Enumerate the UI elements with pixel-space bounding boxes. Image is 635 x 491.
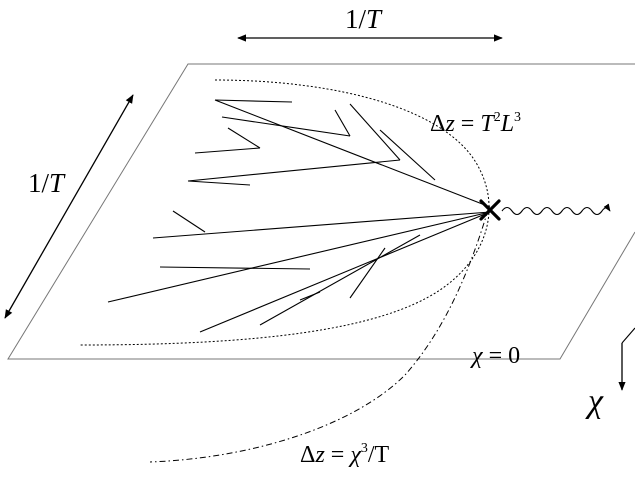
lower-curve-label: Δz = χ3/T — [300, 441, 390, 468]
chi-axis-tick — [621, 327, 635, 344]
branching-tree — [107, 99, 491, 333]
envelope-curve — [79, 79, 490, 346]
plane-outline — [7, 63, 635, 360]
upper-curve-label: Δz = T2L3 — [430, 110, 521, 137]
side-dimension-label: 1/T — [28, 168, 66, 198]
cross-marker-icon — [479, 199, 501, 221]
top-dimension-label: 1/T — [345, 4, 383, 34]
dashdot-curve — [149, 209, 489, 463]
wavy-line — [501, 203, 611, 216]
chi-axis-label: χ — [585, 383, 604, 420]
side-dimension-arrow — [4, 94, 134, 319]
plane-label: χ = 0 — [470, 343, 520, 369]
